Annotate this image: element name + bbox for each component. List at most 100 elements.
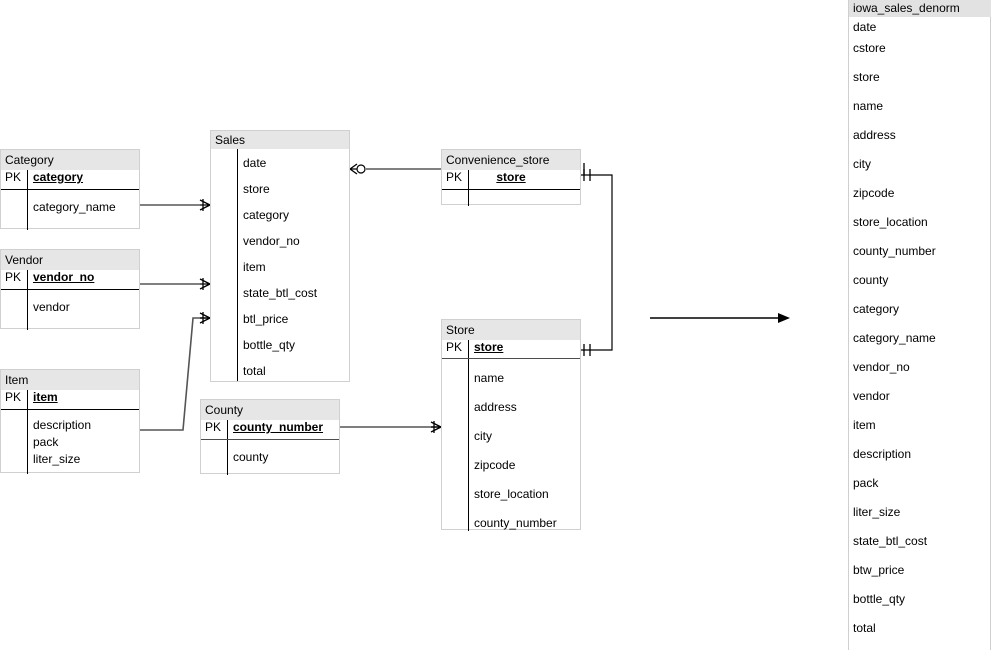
entity-vendor-key-row: PK vendor_no	[1, 270, 139, 297]
entity-sales-attr-0: date	[243, 156, 267, 170]
entity-item-attr-0: description	[33, 418, 92, 432]
entity-sales-attr-row: total	[211, 357, 349, 383]
entity-county-attr-row: county	[201, 447, 339, 475]
column-item: item	[853, 418, 876, 432]
entity-vendor-key-name: vendor_no	[33, 270, 95, 284]
entity-county-key-row: PK county_number	[201, 420, 339, 447]
entity-county-key-name: county_number	[233, 420, 324, 434]
entity-sales-attr-5: state_btl_cost	[243, 286, 318, 300]
entity-category-title: Category	[1, 150, 139, 170]
entity-category-key-name: category	[33, 170, 84, 184]
entity-category-pk-label: PK	[5, 170, 22, 184]
entity-convenience-store[interactable]: Convenience_store PK store	[441, 149, 581, 206]
entity-sales-attr-7: bottle_qty	[243, 338, 296, 352]
entity-vendor-title: Vendor	[1, 250, 139, 270]
column-item: btw_price	[853, 563, 905, 577]
entity-store-attr-0: name	[474, 371, 505, 385]
entity-convenience-store-pk-label: PK	[446, 170, 463, 184]
entity-sales-attr-row: item	[211, 253, 349, 279]
entity-item-key-row: PK item	[1, 390, 139, 417]
entity-item-attr-row: description	[1, 417, 139, 434]
column-item: total	[853, 621, 876, 635]
entity-convenience-store-title: Convenience_store	[442, 150, 580, 170]
entity-vendor[interactable]: Vendor PK vendor_no vendor	[0, 249, 140, 330]
column-item: vendor_no	[853, 360, 910, 374]
column-item: description	[853, 447, 912, 461]
entity-sales-attr-row: state_btl_cost	[211, 279, 349, 305]
relationship-vendor-sales	[140, 278, 211, 290]
entity-store-pk-label: PK	[446, 340, 463, 354]
column-item: store_location	[853, 215, 928, 229]
entity-sales-attr-row: bottle_qty	[211, 331, 349, 357]
entity-convenience-store-empty-row	[442, 196, 580, 206]
entity-store[interactable]: Store PK store name address city zipcode…	[441, 319, 581, 531]
relationship-county-store	[340, 421, 442, 433]
entity-sales-attr-row: btl_price	[211, 305, 349, 331]
entity-sales-attr-8: total	[243, 364, 266, 378]
entity-store-attr-row: city	[442, 424, 580, 453]
relationship-conveniencestore-store	[581, 169, 613, 356]
denormalized-table-title: iowa_sales_denorm	[849, 0, 991, 17]
column-item: zipcode	[853, 186, 895, 200]
entity-convenience-store-key-row: PK store	[442, 170, 580, 196]
column-item: vendor	[853, 389, 890, 403]
entity-county-title: County	[201, 400, 339, 420]
column-item: bottle_qty	[853, 592, 906, 606]
entity-sales-attr-row: category	[211, 201, 349, 227]
column-item: state_btl_cost	[853, 534, 928, 548]
entity-sales-attr-4: item	[243, 260, 266, 274]
entity-item[interactable]: Item PK item description pack liter_size	[0, 369, 140, 474]
entity-sales-attr-1: store	[243, 182, 270, 196]
entity-store-title: Store	[442, 320, 580, 340]
entity-store-attr-1: address	[474, 400, 517, 414]
column-item: category	[853, 302, 900, 316]
entity-sales-attr-row: date	[211, 149, 349, 175]
entity-store-attr-4: store_location	[474, 487, 549, 501]
entity-item-attr-row: pack	[1, 434, 139, 451]
entity-vendor-attr-0: vendor	[33, 300, 70, 314]
column-item: county	[853, 273, 889, 287]
entity-store-key-row: PK store	[442, 340, 580, 366]
entity-store-attr-row: store_location	[442, 482, 580, 511]
column-item: date	[853, 20, 877, 34]
entity-sales-attr-2: category	[243, 208, 290, 222]
entity-sales-attr-6: btl_price	[243, 312, 289, 326]
entity-item-key-name: item	[33, 390, 58, 404]
denormalize-arrow	[650, 313, 790, 323]
column-item: name	[853, 99, 884, 113]
entity-sales-attr-row: vendor_no	[211, 227, 349, 253]
entity-county[interactable]: County PK county_number county	[200, 399, 340, 475]
entity-vendor-pk-label: PK	[5, 270, 22, 284]
entity-county-attr-0: county	[233, 450, 269, 464]
entity-store-attr-2: city	[474, 429, 492, 443]
entity-item-title: Item	[1, 370, 139, 390]
entity-store-attr-row: address	[442, 395, 580, 424]
column-item: city	[853, 157, 871, 171]
relationship-category-sales	[140, 199, 211, 211]
entity-sales[interactable]: Sales date store category vendor_no item…	[210, 130, 350, 382]
er-diagram-canvas[interactable]: Category PK category category_name Vendo…	[0, 0, 848, 650]
entity-item-attr-2: liter_size	[33, 452, 81, 466]
column-item: county_number	[853, 244, 936, 258]
entity-sales-attr-3: vendor_no	[243, 234, 300, 248]
entity-category-attr-0: category_name	[33, 200, 116, 214]
entity-sales-attr-row: store	[211, 175, 349, 201]
entity-item-attr-row: liter_size	[1, 451, 139, 468]
column-item: pack	[853, 476, 879, 490]
relationship-item-sales	[140, 312, 211, 431]
entity-store-attr-row: county_number	[442, 511, 580, 531]
column-item: address	[853, 128, 896, 142]
entity-store-attr-3: zipcode	[474, 458, 516, 472]
entity-category-key-row: PK category	[1, 170, 139, 197]
entity-category[interactable]: Category PK category category_name	[0, 149, 140, 230]
column-item: store	[853, 70, 880, 84]
entity-vendor-attr-row: vendor	[1, 297, 139, 330]
entity-store-attr-row: name	[442, 366, 580, 395]
denormalized-table-panel[interactable]: iowa_sales_denorm date cstore store name…	[848, 0, 991, 650]
entity-item-pk-label: PK	[5, 390, 22, 404]
entity-store-attr-row: zipcode	[442, 453, 580, 482]
entity-category-attr-row: category_name	[1, 197, 139, 230]
column-item: cstore	[853, 41, 886, 55]
entity-county-pk-label: PK	[205, 420, 222, 434]
entity-store-attr-5: county_number	[474, 516, 557, 530]
